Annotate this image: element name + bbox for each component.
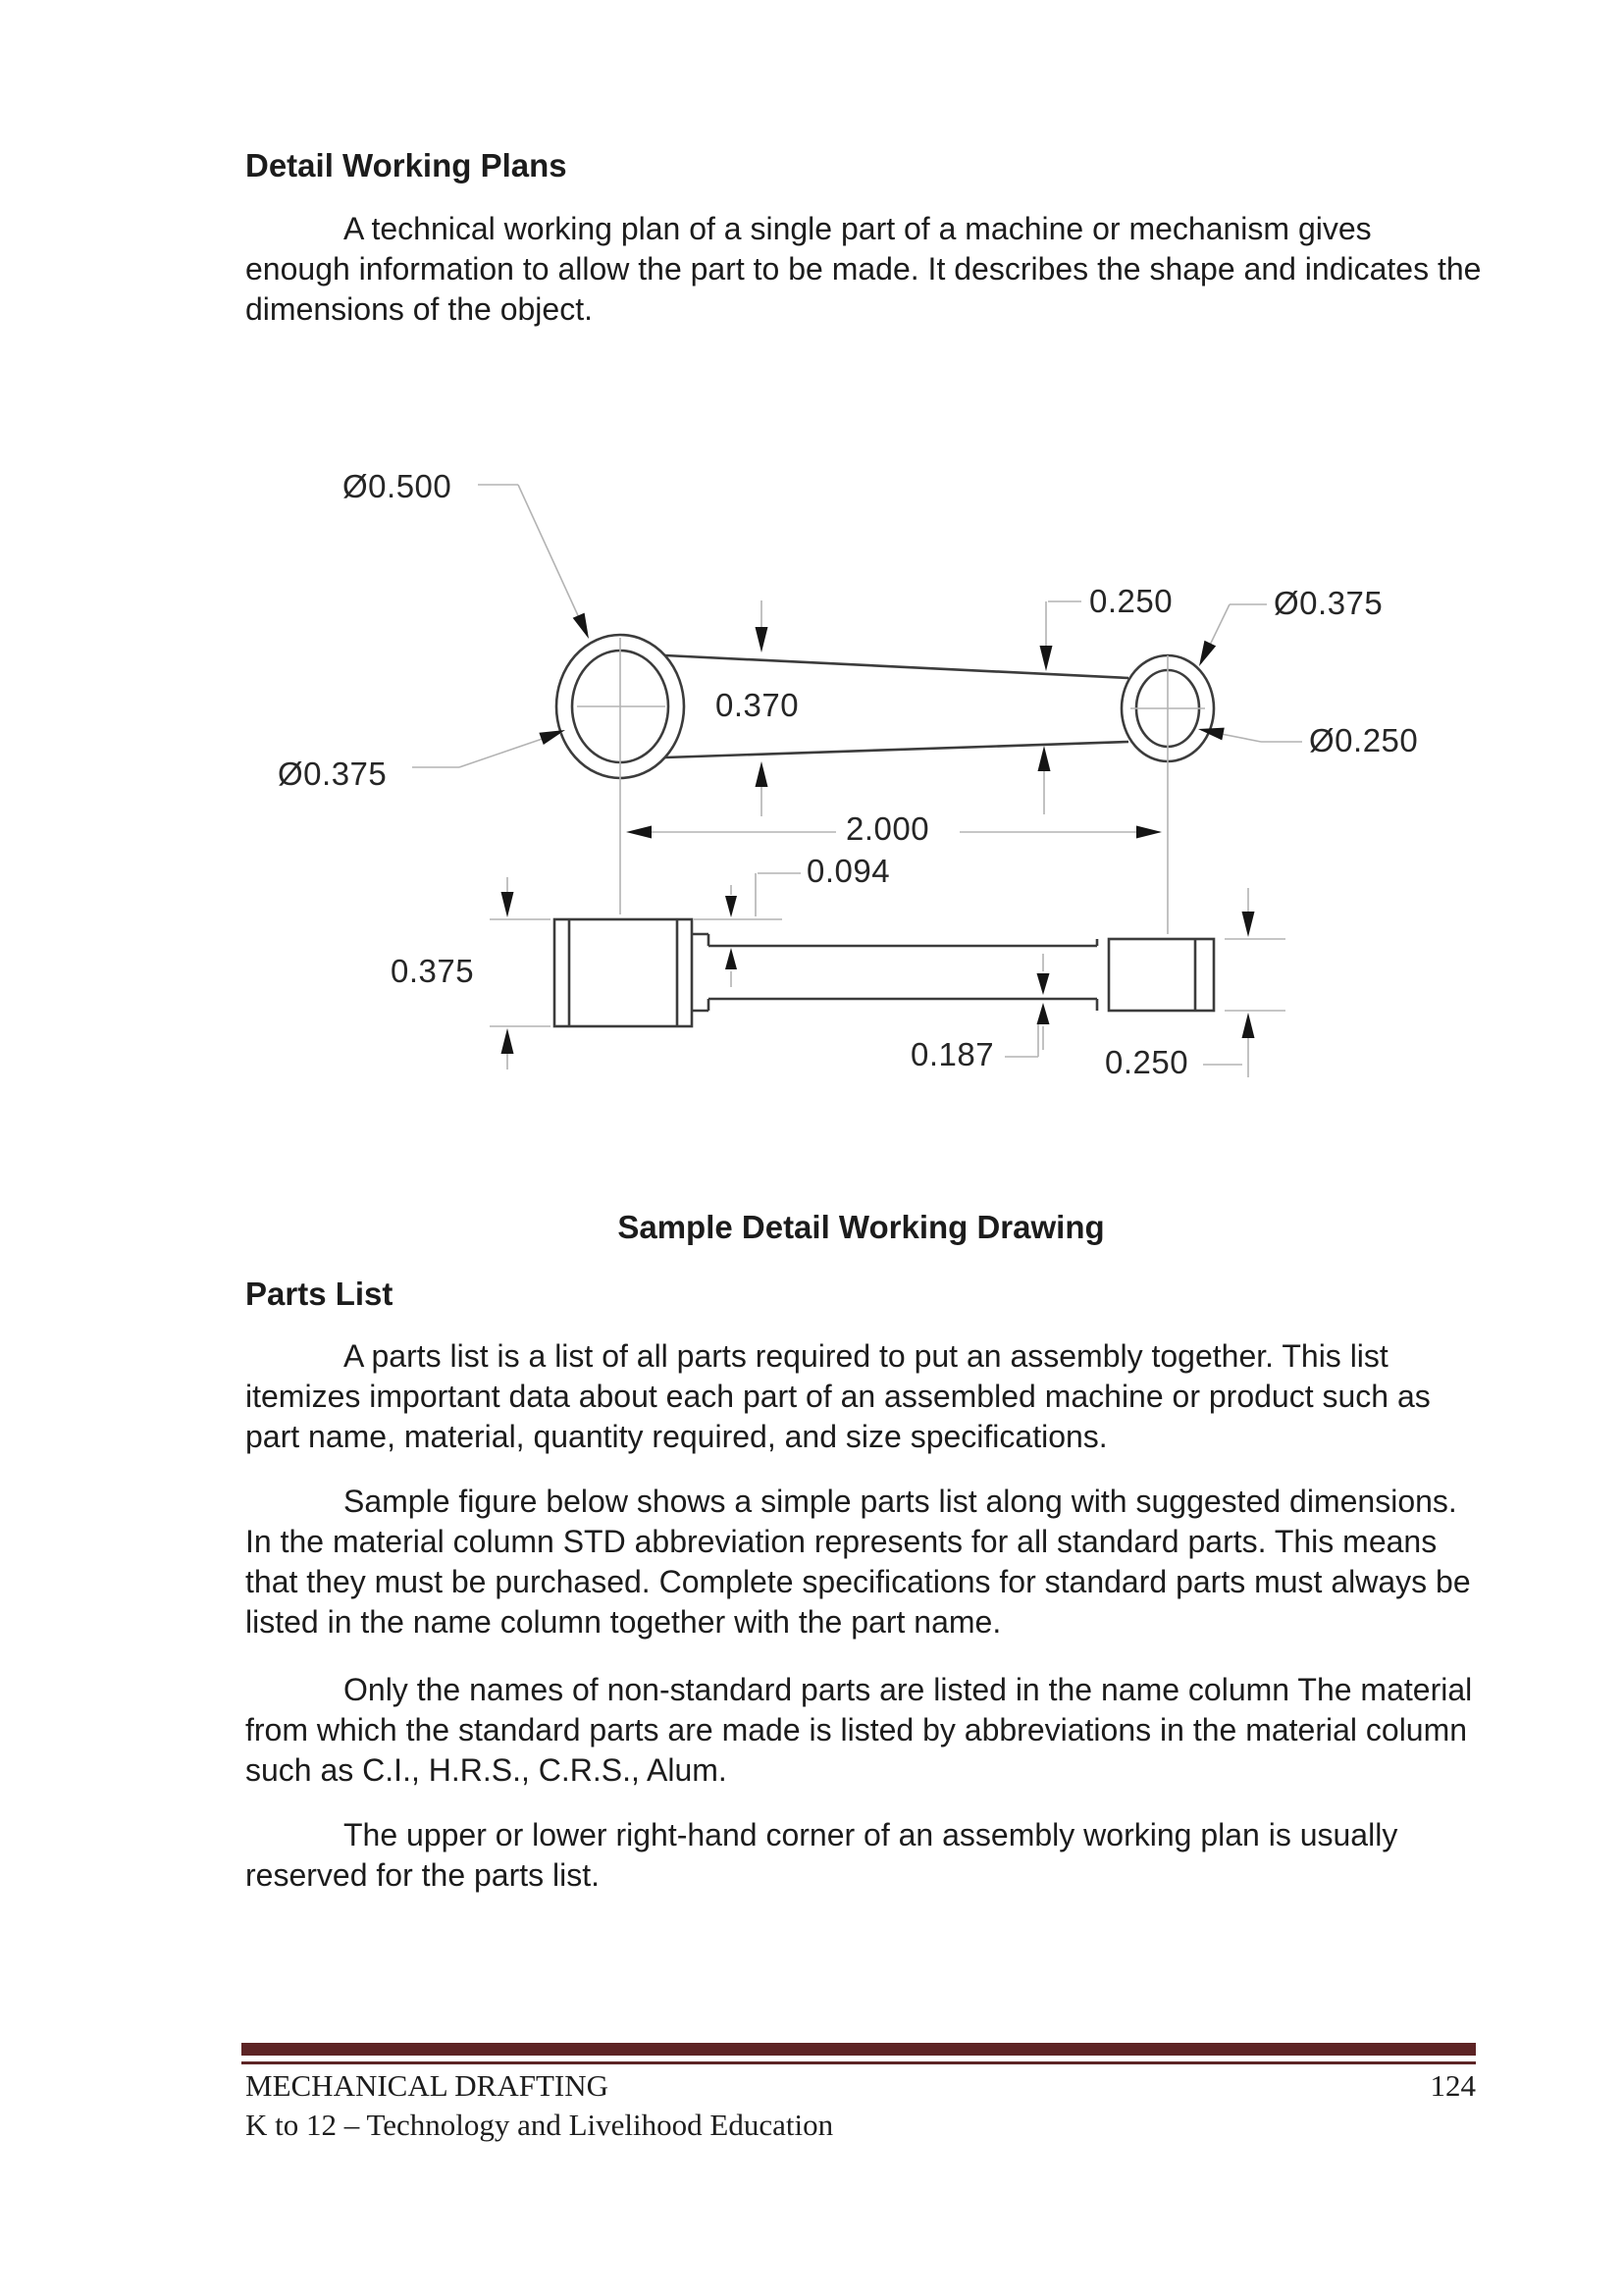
dim-label-side-bar-height: 0.187	[911, 1036, 995, 1072]
paragraph-intro: A technical working plan of a single par…	[245, 211, 1482, 327]
footer-subtitle: K to 12 – Technology and Livelihood Educ…	[245, 2108, 834, 2142]
dim-label-side-right-height: 0.250	[1105, 1044, 1189, 1080]
dim-label-step: 0.094	[807, 853, 891, 889]
paragraph-parts-2: Sample figure below shows a simple parts…	[245, 1484, 1471, 1640]
paragraph-parts-3: Only the names of non-standard parts are…	[245, 1672, 1473, 1788]
dimension-arrowheads	[500, 612, 1255, 1054]
dim-label-dia-bore-right: Ø0.250	[1309, 722, 1419, 758]
footer-doc-title: MECHANICAL DRAFTING	[245, 2068, 608, 2103]
object-lines	[552, 633, 1216, 1028]
dim-label-width-right: 0.250	[1089, 583, 1174, 619]
footer-page-number: 124	[1430, 2068, 1477, 2103]
figure-caption: Sample Detail Working Drawing	[617, 1209, 1105, 1245]
heading-detail-working-plans: Detail Working Plans	[245, 147, 567, 183]
footer-rule-thick	[241, 2043, 1476, 2056]
heading-parts-list: Parts List	[245, 1276, 393, 1312]
dim-label-dia-outer-left: Ø0.500	[342, 468, 452, 504]
paragraph-parts-1: A parts list is a list of all parts requ…	[245, 1338, 1431, 1454]
footer-row: MECHANICAL DRAFTING 124	[245, 2068, 1476, 2104]
dim-label-dia-outer-right: Ø0.375	[1274, 585, 1384, 621]
dim-label-length: 2.000	[846, 810, 930, 847]
dim-label-dia-bore-left: Ø0.375	[278, 756, 388, 792]
dim-label-width-left: 0.370	[715, 687, 800, 723]
extension-and-leader-lines	[412, 484, 1302, 1077]
footer-rule-thin	[241, 2061, 1476, 2064]
paragraph-parts-4: The upper or lower right-hand corner of …	[245, 1817, 1398, 1893]
dim-label-side-left-height: 0.375	[391, 953, 475, 989]
